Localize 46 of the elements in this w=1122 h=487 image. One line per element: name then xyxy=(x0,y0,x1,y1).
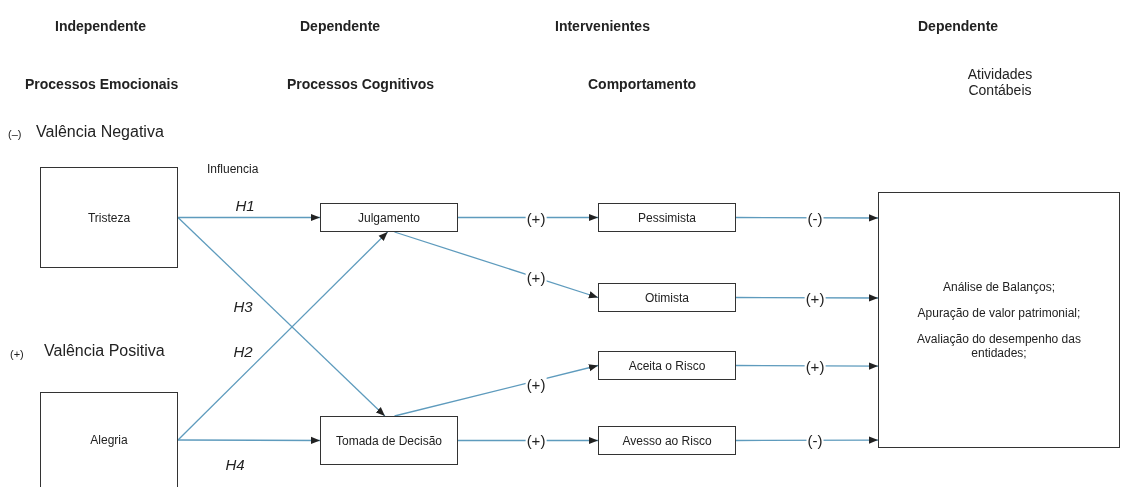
node-text: Apuração de valor patrimonial; xyxy=(917,306,1081,320)
arrow xyxy=(735,294,879,302)
heading-label: Intervenientes xyxy=(555,18,650,34)
process-box xyxy=(320,416,458,465)
arrow xyxy=(177,216,386,417)
process-box xyxy=(598,203,736,232)
heading-label: Influencia xyxy=(207,162,259,176)
arrow xyxy=(735,214,879,222)
heading-label: Valência Positiva xyxy=(44,342,165,360)
heading-label: Dependente xyxy=(918,18,999,34)
node-text: Pessimista xyxy=(638,210,696,225)
process-box xyxy=(320,203,458,232)
heading-label: Dependente xyxy=(300,18,381,34)
node-text: Otimista xyxy=(645,290,689,305)
process-box xyxy=(598,351,736,380)
process-box xyxy=(598,426,736,455)
arrow xyxy=(735,362,879,370)
node-text: Avaliação do desempenho das entidades; xyxy=(916,332,1082,360)
heading-label: Independente xyxy=(55,18,146,34)
node-text: Aceita o Risco xyxy=(628,358,706,373)
process-box xyxy=(598,283,736,312)
arrow xyxy=(393,231,599,299)
heading-label: Comportamento xyxy=(588,76,697,92)
node-text: Avesso ao Risco xyxy=(622,433,712,448)
arrow xyxy=(177,231,389,441)
node-text: Análise de Balanços; xyxy=(942,280,1056,294)
node-text: Julgamento xyxy=(357,210,420,225)
heading-label: Atividades Contábeis xyxy=(966,66,1034,98)
arrow xyxy=(393,364,599,417)
arrow xyxy=(735,436,879,444)
arrow xyxy=(457,213,599,222)
node-text: Tristeza xyxy=(87,210,131,225)
process-box xyxy=(40,167,178,268)
node-text: Tomada de Decisão xyxy=(335,433,443,448)
heading-label: (–) xyxy=(8,128,22,140)
outcome-box xyxy=(878,192,1120,448)
process-box xyxy=(40,392,178,487)
heading-label: Processos Emocionais xyxy=(25,76,179,92)
arrow xyxy=(177,436,321,445)
arrow xyxy=(457,436,599,445)
heading-label: Processos Cognitivos xyxy=(287,76,435,92)
edge-label: (+) xyxy=(525,375,547,393)
heading-label: Valência Negativa xyxy=(36,123,164,141)
node-text: Alegria xyxy=(90,433,128,447)
arrow xyxy=(177,213,321,222)
heading-label: (+) xyxy=(10,348,24,360)
